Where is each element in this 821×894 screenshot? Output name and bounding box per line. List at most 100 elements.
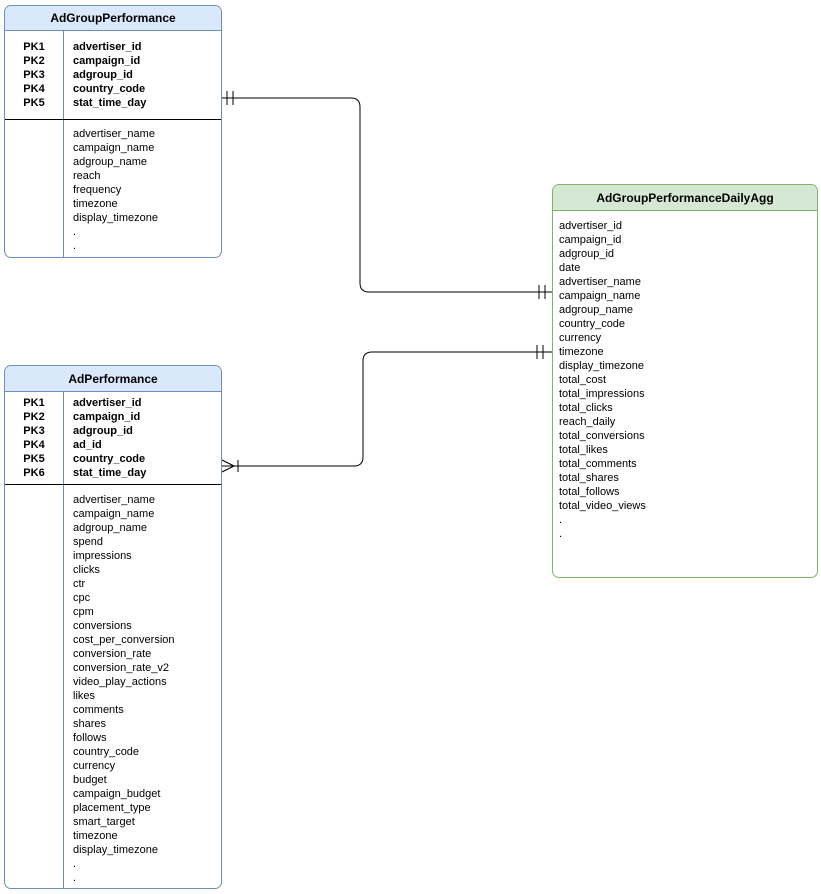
pk-field: country_code [73,83,146,95]
cardinality-one-or-many-icon [221,459,239,473]
pk-field: campaign_id [73,411,141,423]
attributes-list: advertiser_name campaign_name adgroup_name… [64,120,221,257]
field-row: currency [73,760,116,772]
field-row: advertiser_id [559,220,622,232]
cardinality-one-and-only-one-icon [538,285,546,299]
pk-field: adgroup_id [73,425,133,437]
pk-tag: PK3 [23,425,45,437]
relationship-adperformance-to-dailyagg [221,345,552,473]
field-row: total_conversions [559,430,645,442]
field-row: . [73,226,77,238]
pk-field: campaign_id [73,55,141,67]
table-title: AdGroupPerformanceDailyAgg [553,185,817,211]
attributes-gutter [5,485,64,888]
field-row: placement_type [73,802,151,814]
pk-tag: PK5 [23,97,45,109]
field-row: total_cost [559,374,607,386]
table-title: AdGroupPerformance [5,6,221,31]
field-row: timezone [73,830,118,842]
field-row: timezone [559,346,604,358]
field-row: campaign_name [559,290,641,302]
pk-field: stat_time_day [73,97,147,109]
field-row: advertiser_name [73,128,155,140]
field-row: advertiser_name [73,494,155,506]
field-row: reach_daily [559,416,616,428]
field-row: cpc [73,592,91,604]
field-row: display_timezone [73,844,158,856]
pk-tag: PK4 [23,83,45,95]
field-row: . [559,514,563,526]
field-row: total_shares [559,472,619,484]
pk-tag: PK2 [23,55,45,67]
field-row: adgroup_name [73,522,148,534]
field-row: . [73,858,77,870]
field-row: . [559,528,563,540]
field-row: cost_per_conversion [73,634,175,646]
field-row: campaign_budget [73,788,161,800]
field-row: display_timezone [559,360,644,372]
field-row: budget [73,774,107,786]
field-row: campaign_name [73,142,155,154]
cardinality-one-and-only-one-icon [536,345,544,359]
field-row: adgroup_name [73,156,148,168]
field-row: country_code [559,318,626,330]
field-row: campaign_id [559,234,622,246]
field-row: follows [73,732,107,744]
pk-tag: PK1 [23,397,45,409]
cardinality-one-and-only-one-icon [226,91,234,105]
entity-table-adgroupperformancedailyagg: AdGroupPerformanceDailyAgg advertiser_id… [552,184,818,578]
pk-field: country_code [73,453,146,465]
relationship-line [222,97,552,293]
field-row: conversions [73,620,132,632]
attributes-gutter [5,120,64,257]
field-row: impressions [73,550,132,562]
field-row: likes [73,690,96,702]
attributes-section: advertiser_name campaign_name adgroup_name… [5,120,221,257]
field-row: reach [73,170,101,182]
relationship-line [222,351,552,467]
pk-field: advertiser_id [73,397,142,409]
field-row: total_comments [559,458,637,470]
pk-tag: PK3 [23,69,45,81]
field-row: shares [73,718,107,730]
field-row: total_video_views [559,500,646,512]
field-row: date [559,262,581,274]
field-row: smart_target [73,816,135,828]
field-row: spend [73,536,103,548]
pk-tag: PK6 [23,467,45,479]
field-row: frequency [73,184,122,196]
field-row: . [73,872,77,884]
field-row: adgroup_id [559,248,615,260]
field-row: conversion_rate [73,648,152,660]
field-row: comments [73,704,124,716]
table-title: AdPerformance [5,366,221,392]
relationship-adgroupperformance-to-dailyagg [222,91,552,299]
field-row: video_play_actions [73,676,167,688]
field-row: total_impressions [559,388,645,400]
field-row: advertiser_name [559,276,641,288]
field-row: total_clicks [559,402,613,414]
pk-tag: PK4 [23,439,45,451]
pk-tag: PK5 [23,453,45,465]
field-row: timezone [73,198,118,210]
pk-tag: PK2 [23,411,45,423]
pk-field: stat_time_day [73,467,147,479]
field-row: . [73,240,77,252]
field-row: currency [559,332,602,344]
pk-field: advertiser_id [73,41,142,53]
field-row: country_code [73,746,140,758]
